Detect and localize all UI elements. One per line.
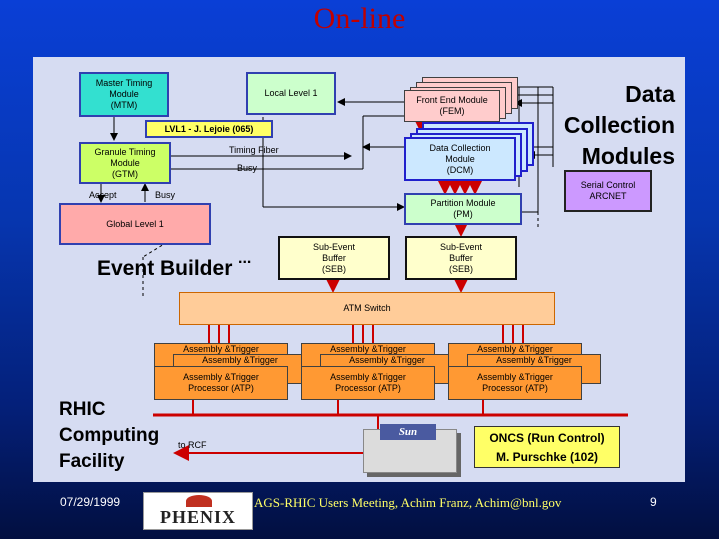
oncs-person: M. Purschke (102) <box>495 450 599 464</box>
sun-logo: Sun <box>380 424 436 440</box>
atp-box-1: Assembly &Trigger Processor (ATP) <box>154 366 288 400</box>
event-builder-label: Event Builder <box>97 257 233 280</box>
footer-date: 07/29/1999 <box>60 495 121 509</box>
busy-label: Busy <box>155 190 176 200</box>
phenix-logo: PHENIX <box>143 492 253 530</box>
event-builder-dots: ... <box>238 250 252 267</box>
sub-event-buffer-box-1: Sub-Event Buffer (SEB) <box>278 236 390 280</box>
sun-workstation: Sun <box>363 424 457 473</box>
accept-label: Accept <box>89 190 117 200</box>
local-level1-box: Local Level 1 <box>246 72 336 115</box>
master-timing-module-box: Master Timing Module (MTM) <box>79 72 169 117</box>
to-rcf-label: to RCF <box>178 440 207 450</box>
rhic-computing-facility-label: RHIC Computing Facility <box>59 399 160 472</box>
atp-box-2: Assembly &Trigger Processor (ATP) <box>301 366 435 400</box>
diagram-panel: Master Timing Module (MTM) Local Level 1… <box>33 57 685 482</box>
footer-page-number: 9 <box>650 495 657 509</box>
oncs-run-control-box: ONCS (Run Control) M. Purschke (102) <box>474 426 620 468</box>
phenix-logo-text: PHENIX <box>159 507 236 527</box>
sub-event-buffer-box-2: Sub-Event Buffer (SEB) <box>405 236 517 280</box>
granule-timing-module-box: Granule Timing Module (GTM) <box>79 142 171 184</box>
oncs-title: ONCS (Run Control) <box>489 431 605 445</box>
data-collection-module-box: Data Collection Module (DCM) <box>404 137 516 181</box>
atm-switch-box: ATM Switch <box>179 292 555 325</box>
front-end-module-box: Front End Module (FEM) <box>404 90 500 122</box>
slide-title: On-line <box>313 2 406 35</box>
busy-right-label: Busy <box>237 163 258 173</box>
atp-box-3: Assembly &Trigger Processor (ATP) <box>448 366 582 400</box>
partition-module-box: Partition Module (PM) <box>404 193 522 225</box>
phenix-bird-icon <box>186 495 212 507</box>
global-level1-box: Global Level 1 <box>59 203 211 245</box>
data-collection-modules-label: Data Collection Modules <box>563 81 675 169</box>
lvl1-contact-box: LVL1 - J. Lejoie (065) <box>145 120 273 138</box>
serial-control-box: Serial Control ARCNET <box>564 170 652 212</box>
timing-fiber-label: Timing Fiber <box>229 145 279 155</box>
footer-meeting: AGS-RHIC Users Meeting, Achim Franz, Ach… <box>254 495 562 510</box>
